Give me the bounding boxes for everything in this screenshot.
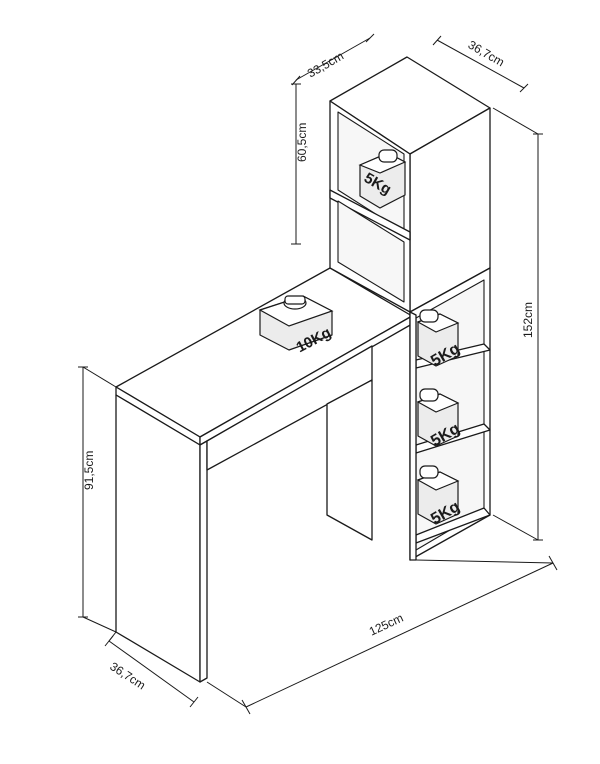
dim-cabinet-depth-label: 33,5cm bbox=[305, 49, 346, 81]
dim-desk-height: 91,5cm bbox=[78, 366, 117, 633]
desk-left-panel bbox=[115, 394, 201, 683]
weight-desktop: 10Kg bbox=[258, 295, 334, 356]
dim-desk-height-label: 91,5cm bbox=[82, 451, 96, 490]
dim-total-height-label: 152cm bbox=[521, 302, 535, 338]
shelf-unit-front-edge bbox=[409, 311, 417, 561]
weight-cabinet: 5Kg bbox=[358, 149, 407, 209]
dim-cabinet-height-label: 60,5cm bbox=[295, 123, 309, 162]
dim-total-width: 125cm bbox=[206, 555, 558, 715]
weight-shelf-1: 5Kg bbox=[416, 309, 463, 370]
dim-cabinet-depth: 33,5cm bbox=[291, 33, 375, 86]
dim-cabinet-width-label: 36,7cm bbox=[466, 38, 507, 70]
cabinet-shelf bbox=[329, 189, 411, 241]
desk-left-panel-edge bbox=[199, 440, 208, 683]
dim-cabinet-height: 60,5cm bbox=[291, 83, 309, 245]
cabinet-lower-opening bbox=[337, 200, 405, 303]
upper-cabinet bbox=[329, 56, 491, 313]
weight-shelf-2: 5Kg bbox=[416, 388, 463, 450]
desk-back-panel bbox=[326, 379, 373, 541]
dim-total-height: 152cm bbox=[492, 107, 543, 541]
desk bbox=[115, 267, 413, 683]
